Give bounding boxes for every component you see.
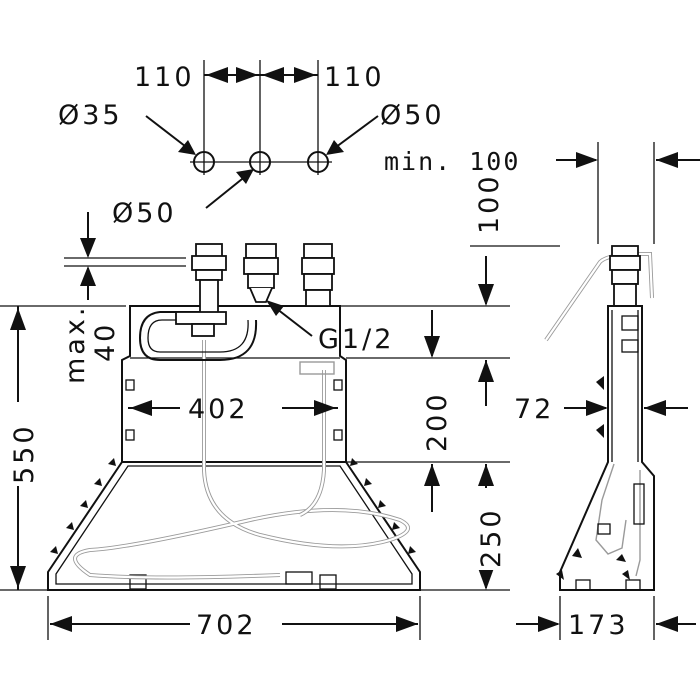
arrow-icon: [538, 616, 560, 632]
arrow-icon: [10, 566, 26, 588]
arrow-icon: [478, 464, 494, 486]
min-clearance-label: min. 100: [384, 147, 520, 176]
arrow-icon: [266, 300, 284, 316]
diameter-center-label: Ø50: [112, 198, 177, 229]
diameter-right-label: Ø50: [380, 100, 445, 131]
arrow-icon: [326, 140, 344, 155]
arrow-icon: [396, 616, 418, 632]
front-dimensions: max. 40 550 402 702 G1/2: [0, 173, 560, 641]
total-width-label: 702: [196, 610, 257, 641]
max-height-label-line2: 40: [90, 322, 121, 362]
arrow-icon: [424, 336, 440, 358]
arrow-icon: [656, 152, 678, 168]
side-view: [544, 245, 655, 591]
arrow-icon: [10, 308, 26, 330]
arrow-icon: [586, 400, 608, 416]
arrow-icon: [314, 400, 336, 416]
front-view: [47, 243, 421, 591]
diameter-left-label: Ø35: [58, 100, 123, 131]
inner-width-label: 402: [188, 394, 249, 425]
upper-height-label: 200: [422, 391, 453, 452]
max-height-label-line1: max.: [60, 305, 91, 384]
arrow-icon: [424, 464, 440, 486]
top-clearance-label: 100: [474, 173, 505, 234]
valve-center: [245, 243, 277, 259]
arrow-icon: [178, 140, 196, 155]
thread-label: G1/2: [318, 324, 394, 355]
side-width-label: 173: [568, 610, 629, 641]
arrow-icon: [130, 400, 152, 416]
valve-right: [303, 243, 333, 259]
arrow-icon: [236, 169, 254, 184]
side-depth-label: 72: [514, 394, 554, 425]
arrow-icon: [80, 238, 96, 258]
arrow-icon: [478, 284, 494, 306]
arrow-icon: [50, 616, 72, 632]
arrow-icon: [576, 152, 598, 168]
side-dimensions: min. 100 72 173: [384, 142, 700, 641]
arrow-icon: [656, 616, 678, 632]
hole-pattern: 110 110 Ø35 Ø50 Ø50: [58, 60, 445, 229]
arrow-icon: [478, 360, 494, 382]
lower-height-label: 250: [476, 507, 507, 568]
arrow-icon: [644, 400, 666, 416]
spacing-right-label: 110: [324, 62, 385, 93]
total-height-label: 550: [9, 423, 40, 484]
arrow-icon: [80, 266, 96, 286]
arrow-icon: [478, 568, 494, 590]
spacing-left-label: 110: [134, 62, 195, 93]
